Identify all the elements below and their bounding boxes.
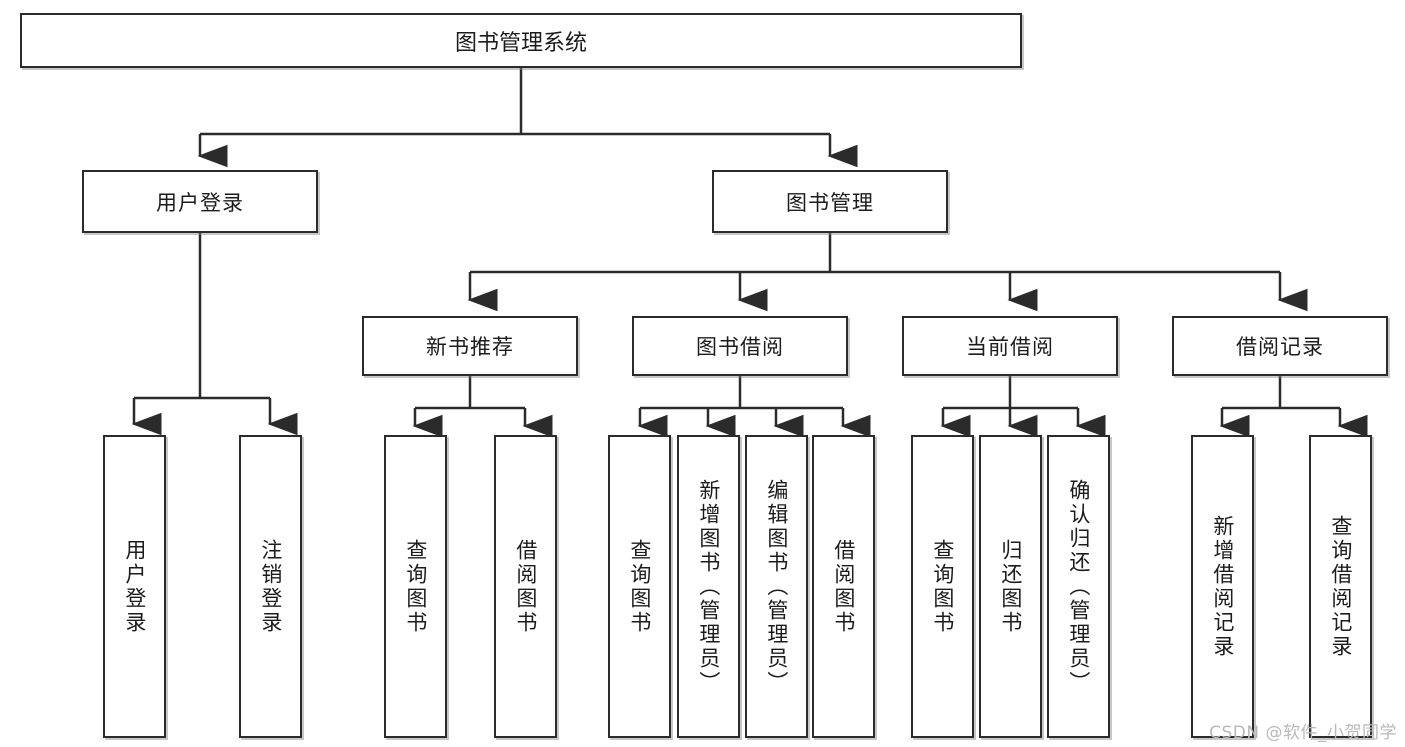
node-root[interactable]: 图书管理系统: [20, 13, 1022, 68]
node-leaf-user-login-label: 用户登录: [122, 538, 147, 635]
node-leaf-query-book-3[interactable]: 查询图书: [911, 435, 974, 738]
node-book-borrow-label: 图书借阅: [696, 335, 784, 359]
node-leaf-query-book-1[interactable]: 查询图书: [384, 435, 447, 738]
node-leaf-edit-book[interactable]: 编辑图书（管理员）: [745, 435, 808, 738]
node-leaf-add-book-label: 新增图书（管理员）: [696, 478, 721, 695]
node-leaf-query-book-2[interactable]: 查询图书: [608, 435, 671, 738]
node-leaf-user-logout-label: 注销登录: [258, 538, 283, 635]
node-leaf-add-record[interactable]: 新增借阅记录: [1191, 435, 1254, 738]
node-leaf-confirm-return-label: 确认归还（管理员）: [1066, 478, 1091, 695]
node-leaf-query-record[interactable]: 查询借阅记录: [1309, 435, 1372, 738]
node-current-borrow[interactable]: 当前借阅: [902, 316, 1118, 376]
node-leaf-query-book-1-label: 查询图书: [403, 538, 428, 635]
node-leaf-user-login[interactable]: 用户登录: [103, 435, 166, 738]
node-leaf-add-book[interactable]: 新增图书（管理员）: [677, 435, 740, 738]
node-leaf-borrow-book-1-label: 借阅图书: [513, 538, 538, 635]
node-root-label: 图书管理系统: [454, 30, 587, 56]
node-leaf-borrow-book-1[interactable]: 借阅图书: [494, 435, 557, 738]
node-book-borrow[interactable]: 图书借阅: [632, 316, 848, 376]
node-leaf-query-record-label: 查询借阅记录: [1328, 514, 1353, 659]
node-book-manage[interactable]: 图书管理: [712, 170, 948, 233]
node-leaf-query-book-3-label: 查询图书: [930, 538, 955, 635]
node-new-book-recommend[interactable]: 新书推荐: [362, 316, 578, 376]
node-leaf-borrow-book-2-label: 借阅图书: [831, 538, 856, 635]
node-leaf-edit-book-label: 编辑图书（管理员）: [764, 478, 789, 695]
node-leaf-borrow-book-2[interactable]: 借阅图书: [812, 435, 875, 738]
node-new-book-recommend-label: 新书推荐: [426, 335, 514, 359]
node-current-borrow-label: 当前借阅: [966, 335, 1054, 359]
node-leaf-query-book-2-label: 查询图书: [627, 538, 652, 635]
node-leaf-confirm-return[interactable]: 确认归还（管理员）: [1047, 435, 1110, 738]
node-leaf-return-book[interactable]: 归还图书: [979, 435, 1042, 738]
watermark: CSDN @软件_小贺同学: [1209, 723, 1397, 743]
node-user-login[interactable]: 用户登录: [82, 170, 318, 233]
node-leaf-add-record-label: 新增借阅记录: [1210, 514, 1235, 659]
node-leaf-return-book-label: 归还图书: [998, 538, 1023, 635]
node-user-login-label: 用户登录: [156, 190, 244, 215]
node-borrow-record-label: 借阅记录: [1236, 335, 1324, 359]
node-book-manage-label: 图书管理: [786, 190, 874, 215]
node-leaf-user-logout[interactable]: 注销登录: [239, 435, 302, 738]
node-borrow-record[interactable]: 借阅记录: [1172, 316, 1388, 376]
